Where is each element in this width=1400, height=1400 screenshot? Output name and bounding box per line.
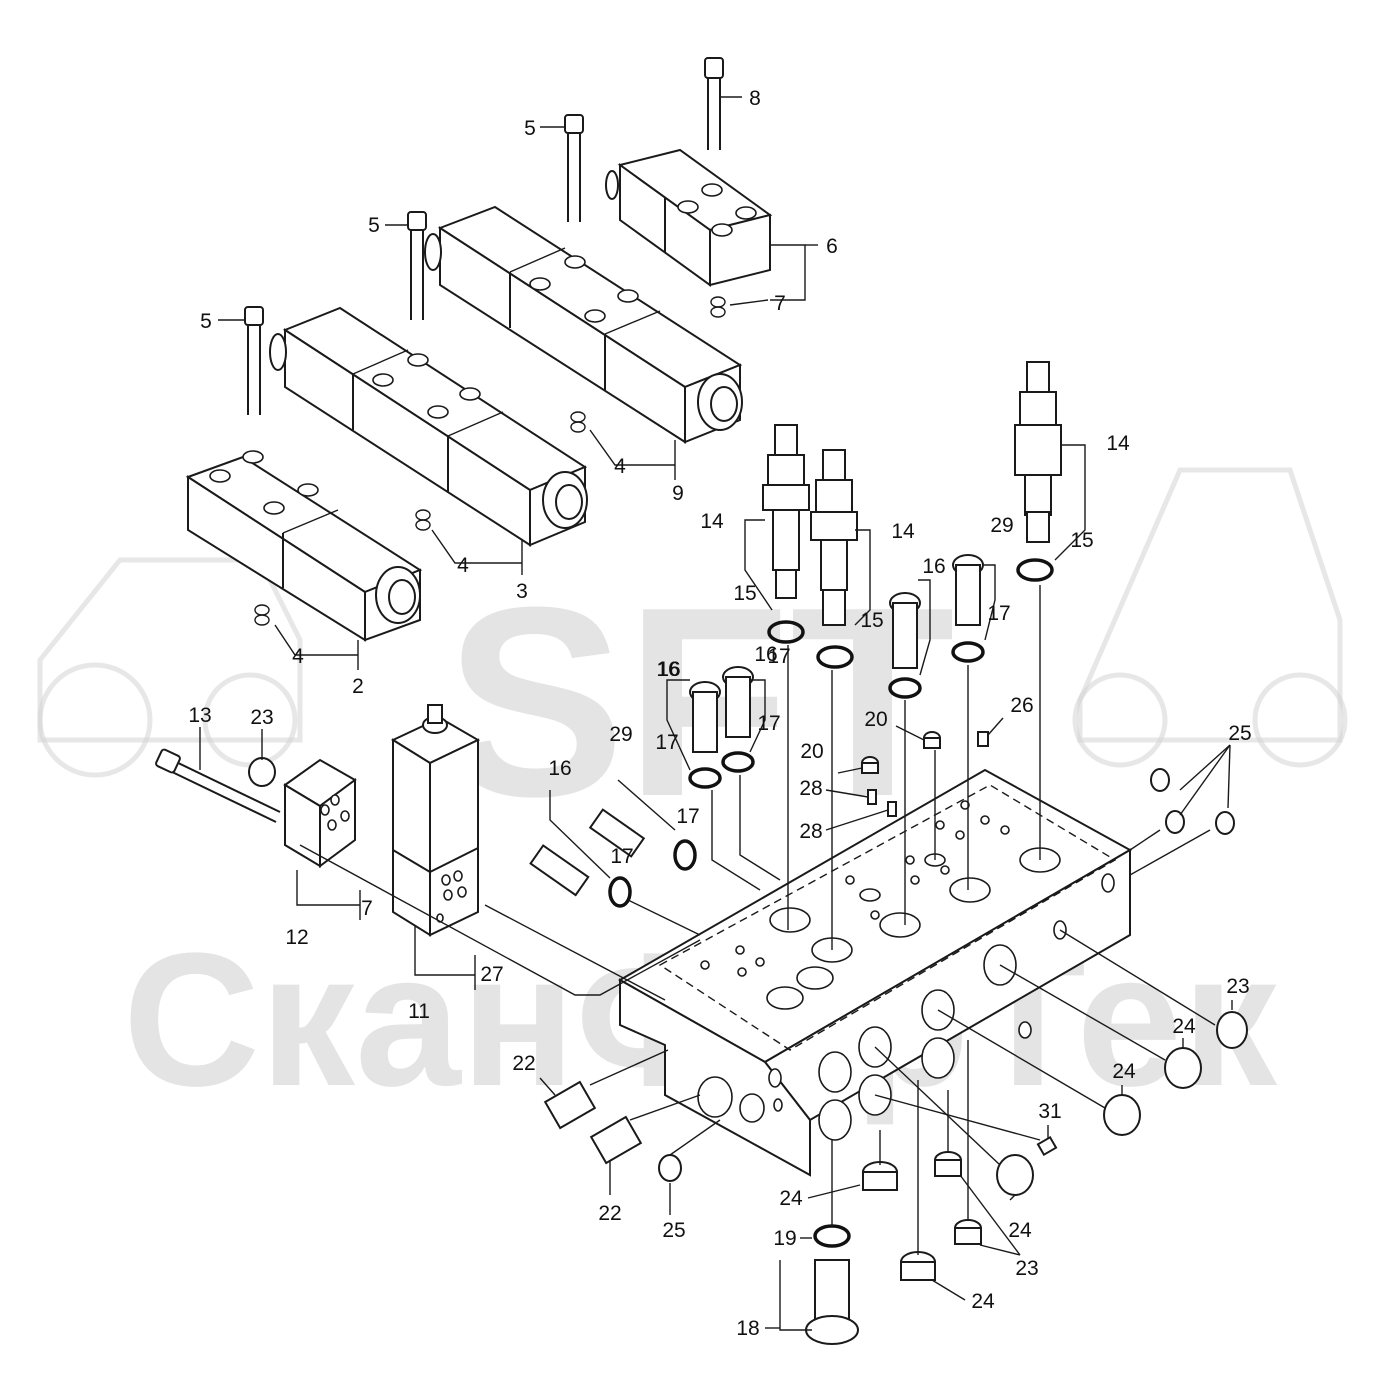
callout-17: 17 bbox=[610, 845, 633, 868]
watermark-tractor-outline bbox=[37, 557, 303, 743]
callout-17: 17 bbox=[676, 805, 699, 828]
callout-5: 5 bbox=[200, 310, 212, 333]
callout-23: 23 bbox=[250, 706, 273, 729]
callout-7: 7 bbox=[361, 897, 373, 920]
callout-22: 22 bbox=[598, 1202, 621, 1225]
callout-16: 16 bbox=[548, 757, 571, 780]
callout-8: 8 bbox=[749, 87, 761, 110]
callout-17: 17 bbox=[987, 602, 1010, 625]
callout-16: 16 bbox=[657, 658, 680, 681]
callout-16: 16 bbox=[754, 643, 777, 666]
callout-14: 14 bbox=[1106, 432, 1130, 455]
callout-24: 24 bbox=[1112, 1060, 1136, 1083]
watermark-wheel-right-2 bbox=[1252, 672, 1348, 768]
callout-25: 25 bbox=[662, 1219, 685, 1242]
callout-29: 29 bbox=[609, 723, 632, 746]
callout-7: 7 bbox=[774, 292, 786, 315]
callout-24: 24 bbox=[1008, 1219, 1032, 1242]
callout-19: 19 bbox=[773, 1227, 796, 1250]
callout-23: 23 bbox=[1226, 975, 1249, 998]
callout-5: 5 bbox=[368, 214, 380, 237]
manifold-block bbox=[617, 768, 1133, 1177]
cartridges-14 bbox=[762, 361, 1062, 626]
callout-4: 4 bbox=[614, 455, 626, 478]
callout-3: 3 bbox=[516, 580, 528, 603]
valve-2 bbox=[185, 450, 423, 642]
callout-20: 20 bbox=[864, 708, 887, 731]
valve-3 bbox=[269, 306, 588, 547]
callout-29: 29 bbox=[990, 514, 1013, 537]
callout-24: 24 bbox=[971, 1290, 995, 1313]
callout-13: 13 bbox=[188, 704, 211, 727]
callout-16: 16 bbox=[656, 658, 679, 681]
callout-16: 16 bbox=[922, 555, 945, 578]
plugs bbox=[248, 731, 1248, 1345]
cartridges-16 bbox=[529, 554, 984, 897]
callout-11: 11 bbox=[408, 1000, 430, 1023]
block-12 bbox=[283, 758, 357, 868]
watermark-wheel-right bbox=[1072, 672, 1168, 768]
leader-lines bbox=[199, 96, 1233, 1331]
callout-28: 28 bbox=[799, 777, 822, 800]
callout-25: 25 bbox=[1228, 722, 1251, 745]
callout-15: 15 bbox=[1070, 529, 1093, 552]
callout-12: 12 bbox=[285, 926, 308, 949]
o-rings bbox=[254, 296, 1054, 1248]
watermark-wheel-left bbox=[37, 662, 153, 778]
callout-31: 31 bbox=[1038, 1100, 1061, 1123]
callout-26: 26 bbox=[1010, 694, 1033, 717]
callout-28: 28 bbox=[799, 820, 822, 843]
valve-9 bbox=[424, 205, 743, 444]
callout-14: 14 bbox=[700, 510, 724, 533]
callout-4: 4 bbox=[457, 554, 469, 577]
callout-15: 15 bbox=[860, 609, 883, 632]
callout-14: 14 bbox=[891, 520, 915, 543]
callout-18: 18 bbox=[736, 1317, 759, 1340]
callout-2: 2 bbox=[352, 675, 364, 698]
callout-9: 9 bbox=[672, 482, 684, 505]
callout-17: 17 bbox=[767, 645, 790, 668]
valve-11 bbox=[390, 704, 481, 937]
callout-24: 24 bbox=[779, 1187, 803, 1210]
callout-23: 23 bbox=[1015, 1257, 1038, 1280]
callout-22: 22 bbox=[512, 1052, 535, 1075]
callout-4: 4 bbox=[292, 645, 304, 668]
valve-6 bbox=[605, 148, 773, 287]
callout-24: 24 bbox=[1172, 1015, 1196, 1038]
callout-20: 20 bbox=[800, 740, 823, 763]
callout-5: 5 bbox=[524, 117, 536, 140]
callout-17: 17 bbox=[655, 731, 678, 754]
bolts bbox=[155, 57, 724, 823]
callout-6: 6 bbox=[826, 235, 838, 258]
callout-17: 17 bbox=[757, 712, 780, 735]
callout-15: 15 bbox=[733, 582, 756, 605]
watermark-crane-outline bbox=[1077, 467, 1343, 743]
callout-27: 27 bbox=[480, 963, 503, 986]
